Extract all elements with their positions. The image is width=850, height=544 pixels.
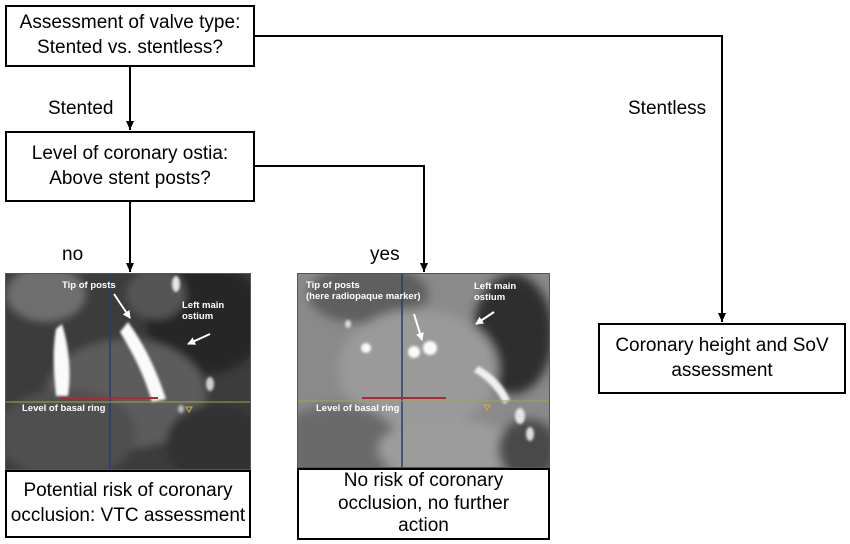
- potential-risk-line1: Potential risk of coronary: [23, 480, 233, 502]
- potential-risk-box: Potential risk of coronary occlusion: VT…: [5, 470, 251, 538]
- ct-image-left: Tip of posts Left main ostium Level of b…: [5, 273, 251, 470]
- ct-right-tip-line1: Tip of posts: [306, 280, 360, 291]
- coronary-ostia-line1: Level of coronary ostia:: [31, 142, 229, 164]
- no-risk-line3: action: [398, 515, 449, 537]
- valve-type-box: Assessment of valve type: Stented vs. st…: [5, 5, 255, 67]
- no-risk-line2: occlusion, no further: [337, 492, 510, 514]
- arrow-yes: [254, 165, 428, 272]
- valve-type-line2: Stented vs. stentless?: [37, 37, 223, 58]
- ostium-arrow-right: [475, 311, 495, 325]
- ct-right-basal-label: Level of basal ring: [316, 403, 400, 414]
- coronary-height-line2: assessment: [671, 359, 773, 381]
- ct-right-ostium-line1: Left main: [474, 281, 517, 292]
- ct-left-ostium-line2: ostium: [182, 310, 214, 322]
- ct-left-basal-label: Level of basal ring: [22, 403, 106, 414]
- ct-left-ostium-label: Left main ostium: [182, 300, 225, 323]
- coronary-height-box: Coronary height and SoV assessment: [598, 323, 846, 394]
- label-stentless: Stentless: [628, 98, 707, 119]
- ct-left-graphic: [6, 274, 250, 469]
- ct-right-tip-line2: (here radiopaque marker): [306, 290, 421, 302]
- ostium-arrow-left: [187, 333, 211, 345]
- label-yes: yes: [370, 244, 400, 265]
- ct-left-ostium-line1: Left main: [182, 300, 225, 311]
- label-no: no: [62, 244, 84, 265]
- tip-arrow-right: [413, 313, 424, 341]
- coronary-height-line1: Coronary height and SoV: [615, 334, 829, 356]
- valve-type-line1: Assessment of valve type:: [19, 12, 241, 34]
- arrow-stentless: [254, 35, 726, 322]
- no-risk-line1: No risk of coronary: [343, 469, 504, 491]
- potential-risk-line2: occlusion: VTC assessment: [10, 505, 246, 526]
- ct-left-tip-label: Tip of posts: [62, 280, 116, 291]
- ct-right-ostium-label: Left main ostium: [474, 281, 517, 304]
- ct-right-tip-label: Tip of posts (here radiopaque marker): [306, 280, 421, 303]
- coronary-ostia-box: Level of coronary ostia: Above stent pos…: [5, 131, 255, 202]
- coronary-ostia-line2: Above stent posts?: [49, 167, 211, 189]
- ct-right-graphic: [298, 274, 549, 467]
- ct-right-ostium-line2: ostium: [474, 291, 506, 303]
- tip-arrow-left: [113, 293, 131, 319]
- label-stented: Stented: [48, 98, 114, 119]
- ct-image-right: Tip of posts (here radiopaque marker) Le…: [297, 273, 550, 468]
- no-risk-box: No risk of coronary occlusion, no furthe…: [297, 468, 550, 540]
